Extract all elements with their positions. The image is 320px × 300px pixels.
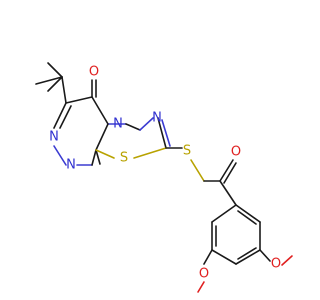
structure-diagram: O N N N N S S O O O	[35, 62, 293, 293]
bond	[235, 249, 261, 265]
bond	[91, 149, 97, 166]
molecule-canvas: O N N N N S S O O O	[35, 62, 293, 293]
bond	[133, 147, 167, 159]
thiadiazole-ring	[95, 117, 171, 159]
benzene-ring	[211, 204, 261, 265]
bond	[95, 149, 101, 165]
atom-sulfur-thioether: S	[183, 144, 191, 159]
bond	[35, 76, 63, 85]
atom-sulfur-thiadiazole: S	[120, 151, 128, 166]
triazinone-ring	[53, 79, 127, 166]
bond	[281, 255, 293, 266]
bond	[190, 159, 205, 182]
bond	[237, 210, 257, 225]
atom-oxygen-ketone-chain: O	[231, 145, 241, 160]
thioether-chain	[165, 147, 237, 206]
bond	[47, 62, 63, 78]
atom-nitrogen-bridge: N	[113, 117, 123, 132]
atom-nitrogen-thiadiazole: N	[152, 111, 162, 126]
tert-butyl-group	[35, 62, 67, 104]
methoxy-groups	[197, 249, 293, 293]
atom-oxygen-methoxy-left: O	[199, 267, 209, 282]
atom-nitrogen-triazine-2: N	[66, 158, 76, 173]
bond	[219, 180, 237, 206]
bond	[211, 249, 237, 265]
bond	[219, 159, 234, 182]
bond	[157, 117, 167, 149]
bond	[61, 76, 67, 104]
bond	[259, 249, 271, 262]
bond	[203, 249, 213, 265]
bond	[211, 204, 237, 223]
atom-oxygen-methoxy-right: O	[271, 257, 281, 272]
bond	[53, 102, 67, 129]
bond	[197, 281, 205, 293]
bond	[95, 149, 115, 159]
bond	[139, 117, 154, 131]
bond	[47, 76, 63, 92]
atom-oxygen-ketone-ring: O	[89, 65, 99, 80]
bond	[161, 119, 171, 147]
bond	[125, 123, 141, 131]
bond	[65, 96, 93, 104]
bond	[53, 145, 67, 166]
bond	[235, 204, 261, 223]
bond	[59, 105, 72, 129]
bond	[91, 96, 109, 125]
atom-labels: O N N N N S S O O O	[49, 65, 281, 282]
bond	[95, 123, 109, 151]
atom-nitrogen-triazine-1: N	[49, 130, 59, 145]
bond	[237, 247, 257, 260]
bond	[223, 162, 237, 184]
